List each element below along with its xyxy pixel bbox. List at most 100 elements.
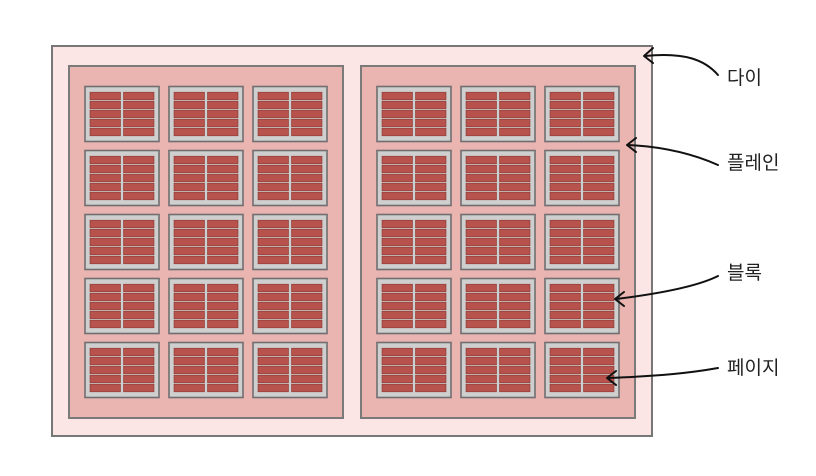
page-cell	[291, 383, 323, 393]
page-cell	[415, 374, 447, 384]
page-cell	[173, 347, 205, 357]
page-cell	[381, 100, 413, 110]
page-cell	[173, 155, 205, 165]
page-cell	[173, 173, 205, 183]
page-cell	[499, 319, 531, 329]
page-cell	[465, 155, 497, 165]
page-cell	[257, 109, 289, 119]
block	[544, 213, 620, 271]
page-cell	[583, 255, 615, 265]
page-cell	[549, 182, 581, 192]
page-cell	[89, 127, 121, 137]
page-cell	[257, 118, 289, 128]
page-cell	[257, 356, 289, 366]
page-cell	[173, 383, 205, 393]
page-cell	[381, 283, 413, 293]
page-cell	[499, 191, 531, 201]
page-cell	[173, 118, 205, 128]
page-cell	[257, 91, 289, 101]
page-cell	[499, 100, 531, 110]
page-cell	[549, 374, 581, 384]
page-cell	[415, 383, 447, 393]
page-cell	[123, 164, 155, 174]
page-cell	[173, 219, 205, 229]
page-cell	[465, 374, 497, 384]
page-cell	[583, 237, 615, 247]
page-cell	[257, 246, 289, 256]
page-cell	[381, 301, 413, 311]
page-cell	[257, 237, 289, 247]
page-cell	[381, 91, 413, 101]
page-cell	[89, 319, 121, 329]
block	[84, 213, 160, 271]
page-cell	[549, 173, 581, 183]
block	[544, 341, 620, 399]
page-cell	[549, 356, 581, 366]
block	[168, 85, 244, 143]
page-cell	[123, 155, 155, 165]
page-label: 페이지	[727, 357, 779, 379]
page-cell	[499, 155, 531, 165]
page-cell	[257, 292, 289, 302]
page-cell	[207, 228, 239, 238]
plane-1	[68, 65, 344, 419]
page-cell	[257, 319, 289, 329]
page-cell	[123, 109, 155, 119]
page-cell	[415, 109, 447, 119]
block	[252, 341, 328, 399]
page-cell	[549, 310, 581, 320]
page-cell	[415, 365, 447, 375]
page-cell	[465, 100, 497, 110]
page-cell	[583, 182, 615, 192]
page-cell	[583, 347, 615, 357]
page-cell	[465, 255, 497, 265]
page-cell	[89, 292, 121, 302]
block	[84, 85, 160, 143]
planes-group	[68, 65, 636, 419]
page-cell	[381, 347, 413, 357]
page-cell	[207, 365, 239, 375]
page-cell	[123, 374, 155, 384]
page-cell	[381, 237, 413, 247]
page-cell	[89, 237, 121, 247]
block	[252, 85, 328, 143]
page-cell	[173, 246, 205, 256]
page-cell	[89, 383, 121, 393]
page-cell	[207, 347, 239, 357]
page-cell	[207, 374, 239, 384]
page-arrow	[607, 367, 719, 379]
page-cell	[499, 91, 531, 101]
page-cell	[291, 91, 323, 101]
page-cell	[583, 91, 615, 101]
page-cell	[499, 255, 531, 265]
page-cell	[583, 374, 615, 384]
page-cell	[415, 219, 447, 229]
page-cell	[549, 319, 581, 329]
page-cell	[173, 356, 205, 366]
page-cell	[257, 310, 289, 320]
page-cell	[173, 255, 205, 265]
block	[460, 277, 536, 335]
die-label: 다이	[727, 67, 762, 89]
page-cell	[381, 109, 413, 119]
page-cell	[381, 319, 413, 329]
page-cell	[549, 383, 581, 393]
block	[168, 341, 244, 399]
page-cell	[89, 365, 121, 375]
page-cell	[123, 255, 155, 265]
page-cell	[89, 164, 121, 174]
page-cell	[291, 191, 323, 201]
page-cell	[415, 164, 447, 174]
page-cell	[207, 127, 239, 137]
page-cell	[89, 301, 121, 311]
page-cell	[499, 237, 531, 247]
page-cell	[465, 365, 497, 375]
page-cell	[173, 91, 205, 101]
page-cell	[549, 91, 581, 101]
page-cell	[499, 383, 531, 393]
page-cell	[207, 219, 239, 229]
page-cell	[415, 347, 447, 357]
page-cell	[499, 173, 531, 183]
page-cell	[465, 219, 497, 229]
